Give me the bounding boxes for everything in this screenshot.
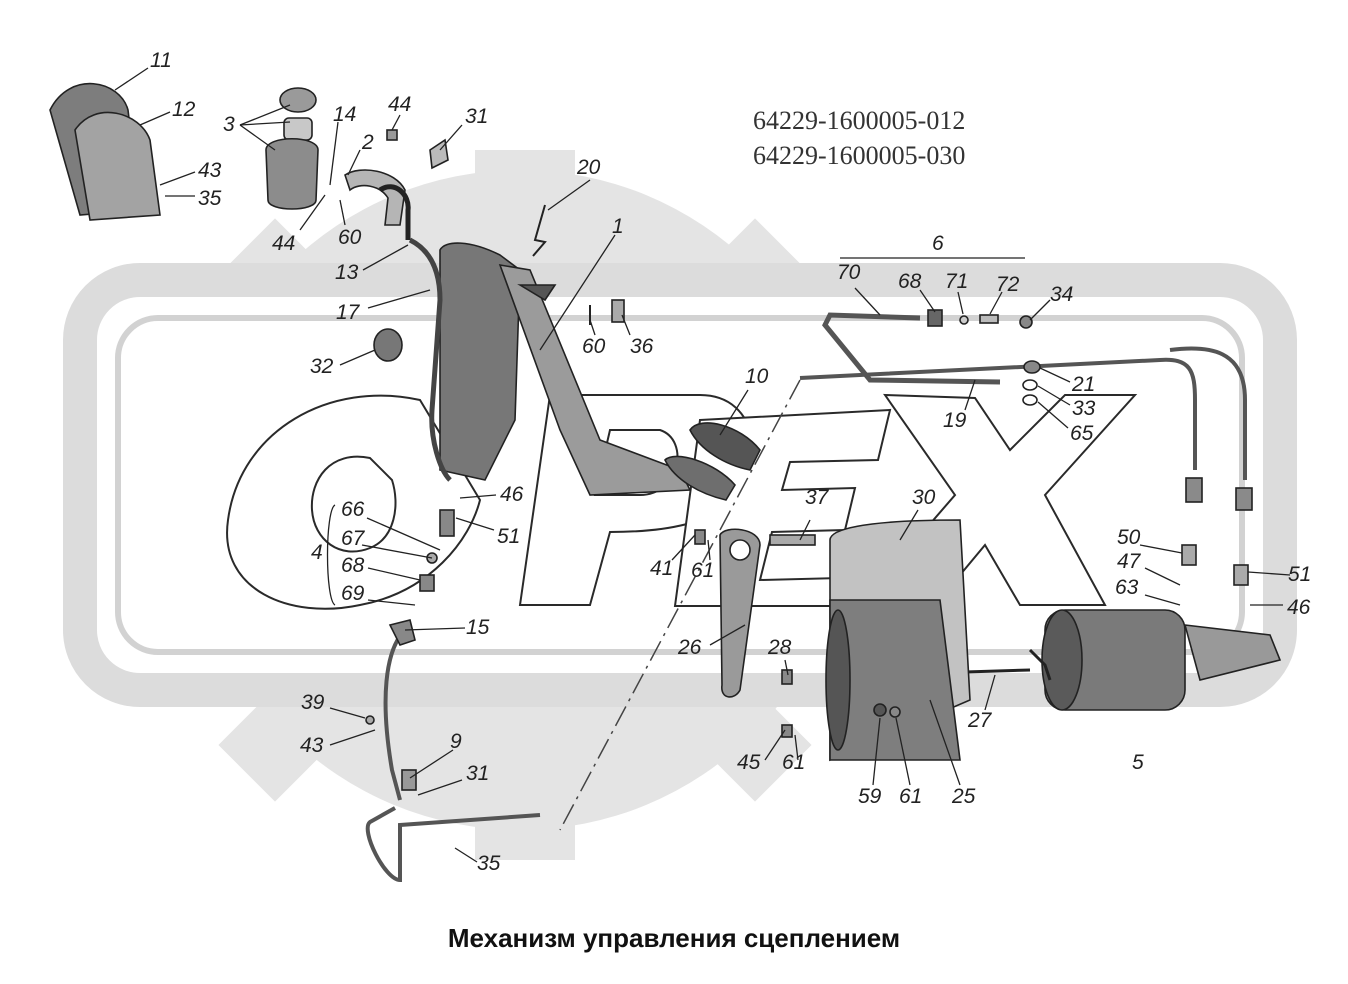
callout-47: 47 xyxy=(1117,550,1141,573)
callout-66: 66 xyxy=(341,498,365,521)
part-number-1: 64229-1600005-012 xyxy=(753,106,966,135)
callout-3: 3 xyxy=(223,113,235,136)
callout-25: 25 xyxy=(952,785,976,808)
callout-27: 27 xyxy=(968,709,992,732)
callout-67: 67 xyxy=(341,527,365,550)
callout-35a: 35 xyxy=(198,187,222,210)
callout-71: 71 xyxy=(945,270,969,293)
callout-61c: 61 xyxy=(899,785,923,808)
callout-43b: 43 xyxy=(300,734,324,757)
callout-35b: 35 xyxy=(477,852,501,875)
parts-layer xyxy=(49,82,1282,883)
callout-21: 21 xyxy=(1072,373,1096,396)
callout-17: 17 xyxy=(336,301,360,324)
part-number-2: 64229-1600005-030 xyxy=(753,141,966,170)
callout-43a: 43 xyxy=(198,159,222,182)
callout-4: 4 xyxy=(311,541,323,564)
callout-44a: 44 xyxy=(388,93,412,116)
diagram-caption: Механизм управления сцеплением xyxy=(447,923,901,953)
callout-6: 6 xyxy=(932,232,944,255)
callout-46a: 46 xyxy=(500,483,524,506)
callout-2: 2 xyxy=(362,131,374,154)
callout-31a: 31 xyxy=(465,105,489,128)
callout-69: 69 xyxy=(341,582,365,605)
callout-51b: 51 xyxy=(1288,563,1312,586)
callout-68b: 68 xyxy=(341,554,365,577)
callout-61a: 61 xyxy=(691,559,715,582)
callout-68a: 68 xyxy=(898,270,922,293)
callout-37: 37 xyxy=(805,486,829,509)
callout-15: 15 xyxy=(466,616,490,639)
callout-12: 12 xyxy=(172,98,196,121)
callout-13: 13 xyxy=(335,261,359,284)
callout-34: 34 xyxy=(1050,283,1074,306)
callout-26: 26 xyxy=(678,636,702,659)
callout-1: 1 xyxy=(612,215,624,238)
callout-45: 45 xyxy=(737,751,761,774)
callout-63: 63 xyxy=(1115,576,1139,599)
callout-30: 30 xyxy=(912,486,936,509)
callout-70: 70 xyxy=(837,261,861,284)
callout-46b: 46 xyxy=(1287,596,1311,619)
callout-44b: 44 xyxy=(272,232,296,255)
callout-5: 5 xyxy=(1132,751,1144,774)
callout-33: 33 xyxy=(1072,397,1096,420)
callout-10: 10 xyxy=(745,365,769,388)
callout-59: 59 xyxy=(858,785,882,808)
callout-32: 32 xyxy=(310,355,334,378)
callout-11: 11 xyxy=(150,49,172,72)
callout-41: 41 xyxy=(650,557,674,580)
callout-50: 50 xyxy=(1117,526,1141,549)
callout-60a: 60 xyxy=(338,226,362,249)
callout-36: 36 xyxy=(630,335,654,358)
callout-72: 72 xyxy=(996,273,1020,296)
callout-31b: 31 xyxy=(466,762,490,785)
callout-61b: 61 xyxy=(782,751,806,774)
leader-lines xyxy=(114,67,1291,863)
callout-51a: 51 xyxy=(497,525,521,548)
callout-9: 9 xyxy=(450,730,462,753)
callout-60b: 60 xyxy=(582,335,606,358)
callout-28: 28 xyxy=(768,636,792,659)
callout-20: 20 xyxy=(577,156,601,179)
callout-14: 14 xyxy=(333,103,357,126)
callout-39: 39 xyxy=(301,691,325,714)
callout-19: 19 xyxy=(943,409,967,432)
callout-65: 65 xyxy=(1070,422,1094,445)
